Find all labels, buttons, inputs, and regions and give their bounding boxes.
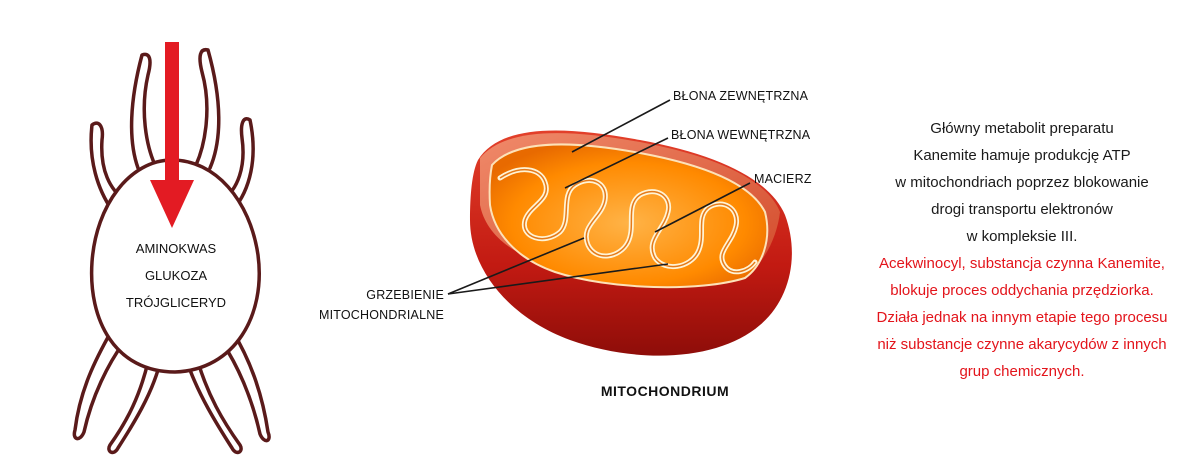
desc-line-red: grup chemicznych. — [959, 363, 1084, 380]
desc-line: Kanemite hamuje produkcję ATP — [913, 147, 1130, 164]
mitochondrion-title: MITOCHONDRIUM — [601, 383, 729, 399]
desc-line-red: Działa jednak na innym etapie tego proce… — [876, 309, 1167, 326]
description-text: Główny metabolit preparatu Kanemite hamu… — [876, 120, 1167, 380]
down-arrow-icon — [150, 42, 194, 228]
desc-line: w kompleksie III. — [966, 228, 1078, 245]
desc-line: w mitochondriach poprzez blokowanie — [894, 174, 1148, 191]
mite-label-trojgliceryd: TRÓJGLICERYD — [126, 295, 226, 310]
mite-label-aminokwas: AMINOKWAS — [136, 241, 217, 256]
label-cristae-line2: MITOCHONDRIALNE — [319, 308, 444, 322]
leader-lines — [447, 99, 751, 295]
desc-line: Główny metabolit preparatu — [930, 120, 1113, 137]
mite-label-glukoza: GLUKOZA — [145, 268, 207, 283]
mite-body — [89, 158, 261, 374]
label-outer-membrane: BŁONA ZEWNĘTRZNA — [673, 89, 809, 103]
label-cristae-line1: GRZEBIENIE — [366, 288, 444, 302]
mitochondrion-illustration — [470, 130, 792, 356]
desc-line-red: Acekwinocyl, substancja czynna Kanemite, — [879, 255, 1165, 272]
label-inner-membrane: BŁONA WEWNĘTRZNA — [671, 128, 811, 142]
desc-line: drogi transportu elektronów — [931, 201, 1113, 218]
label-matrix: MACIERZ — [754, 172, 812, 186]
desc-line-red: niż substancje czynne akarycydów z innyc… — [877, 336, 1166, 353]
desc-line-red: blokuje proces oddychania przędziorka. — [890, 282, 1154, 299]
mite-illustration — [72, 47, 271, 455]
mite-legs — [72, 47, 271, 455]
